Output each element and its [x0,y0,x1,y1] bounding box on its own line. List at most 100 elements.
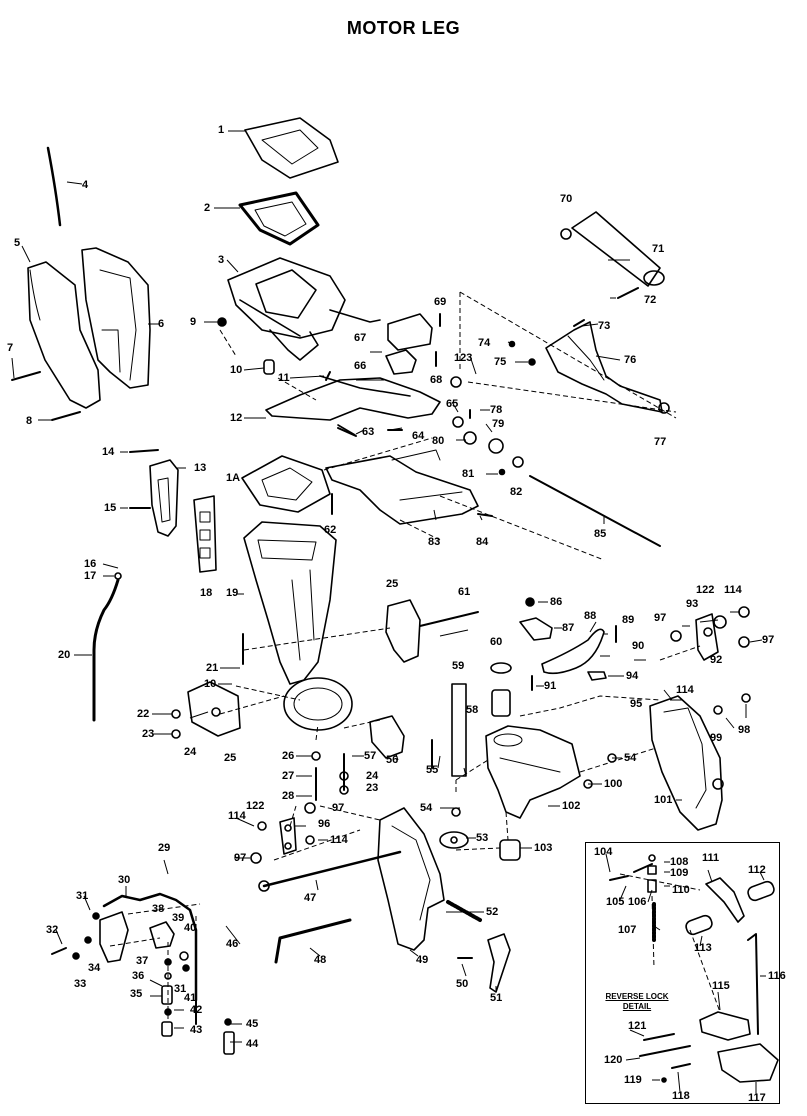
callout-98: 98 [738,724,751,736]
callout-54b: 54 [624,752,637,764]
part-adapter-plate-3 [227,257,346,339]
callout-17: 17 [84,570,97,582]
callout-23b: 23 [366,782,379,794]
callout-117: 117 [748,1092,766,1104]
part-washer-53 [439,831,469,849]
callout-44: 44 [246,1038,259,1050]
callout-76: 76 [624,354,637,366]
part-seal-60 [490,662,512,674]
callout-99: 99 [710,732,723,744]
callout-6: 6 [158,318,165,330]
part-bracket-117 [717,1043,779,1083]
part-roller-112 [747,880,775,902]
part-spring-52 [446,900,482,922]
callout-122: 122 [696,584,715,596]
callout-114: 114 [724,584,742,596]
callout-1: 1 [218,124,225,136]
callout-10: 10 [230,364,243,376]
part-sleeve-35 [161,985,173,1005]
part-frame-83 [325,455,479,525]
part-rod-48 [274,918,352,964]
callout-26: 26 [282,750,295,762]
part-bolt-97 [670,630,682,642]
callout-1A: 1A [226,472,241,484]
callout-38: 38 [152,903,165,915]
callout-47: 47 [304,892,317,904]
part-handle-71 [571,211,661,287]
part-tube-20 [92,578,120,722]
callout-87: 87 [562,622,575,634]
callout-2: 2 [204,202,211,214]
callout-95: 95 [630,698,643,710]
part-clamp-102 [485,725,581,819]
callout-60: 60 [490,636,503,648]
callout-108: 108 [670,856,689,868]
callout-109: 109 [670,867,689,879]
callout-94: 94 [626,670,639,682]
callout-51: 51 [490,992,503,1004]
detail-label-line2: DETAIL [622,1002,652,1011]
part-cover-13 [149,459,179,537]
part-bracket-92 [695,613,719,661]
part-sleeve-44 [223,1031,235,1055]
callout-113: 113 [694,942,712,954]
callout-75: 75 [494,356,507,368]
callout-122b: 122 [246,800,265,812]
part-pin-118 [671,1063,691,1069]
part-pin-84 [477,513,493,517]
part-screw-81 [498,468,506,476]
part-nut-114 [738,606,750,618]
part-clip-94 [587,671,607,681]
part-screw-8 [51,411,81,421]
callout-56: 56 [386,754,399,766]
callout-45: 45 [246,1018,259,1030]
callout-78: 78 [490,404,503,416]
callout-103: 103 [534,842,553,854]
callout-96: 96 [318,818,331,830]
callout-41: 41 [184,992,197,1004]
part-nut-23 [171,729,181,739]
part-bolt-61 [419,611,479,627]
part-nut-98 [741,693,751,703]
part-nut-80 [463,431,477,445]
callout-9: 9 [190,316,197,328]
callout-106: 106 [628,896,647,908]
callout-18: 18 [200,587,213,599]
part-tube-59 [451,683,467,777]
part-pin-121 [643,1033,675,1041]
callout-52: 52 [486,906,499,918]
callout-118: 118 [672,1090,690,1102]
callout-89: 89 [622,614,635,626]
callout-114d: 114 [330,834,348,846]
part-block-38 [149,921,175,949]
callout-115: 115 [712,980,730,992]
callout-105: 105 [606,896,625,908]
part-rod-116 [747,933,759,1035]
part-bracket-111 [705,877,745,923]
callout-62: 62 [324,524,337,536]
part-seal-2 [238,191,320,246]
part-plate-87 [519,617,553,641]
callout-35: 35 [130,988,143,1000]
callout-8: 8 [26,415,33,427]
part-clip-17 [114,572,122,580]
callout-43: 43 [190,1024,203,1036]
callout-5: 5 [14,237,21,249]
callout-114b: 114 [676,684,694,696]
callout-85: 85 [594,528,607,540]
callout-54: 54 [420,802,433,814]
callout-49: 49 [416,954,429,966]
part-nut-9 [217,317,227,327]
callout-32: 32 [46,924,59,936]
part-bracket-12 [265,377,441,421]
callout-24: 24 [184,746,197,758]
part-ball-119 [661,1077,667,1083]
callout-97d: 97 [234,852,247,864]
part-bushing-10 [263,359,275,375]
callout-21: 21 [206,662,219,674]
callout-24b: 24 [366,770,379,782]
callout-64: 64 [412,430,425,442]
part-ring-70 [560,228,572,240]
part-rod-85 [529,475,661,547]
